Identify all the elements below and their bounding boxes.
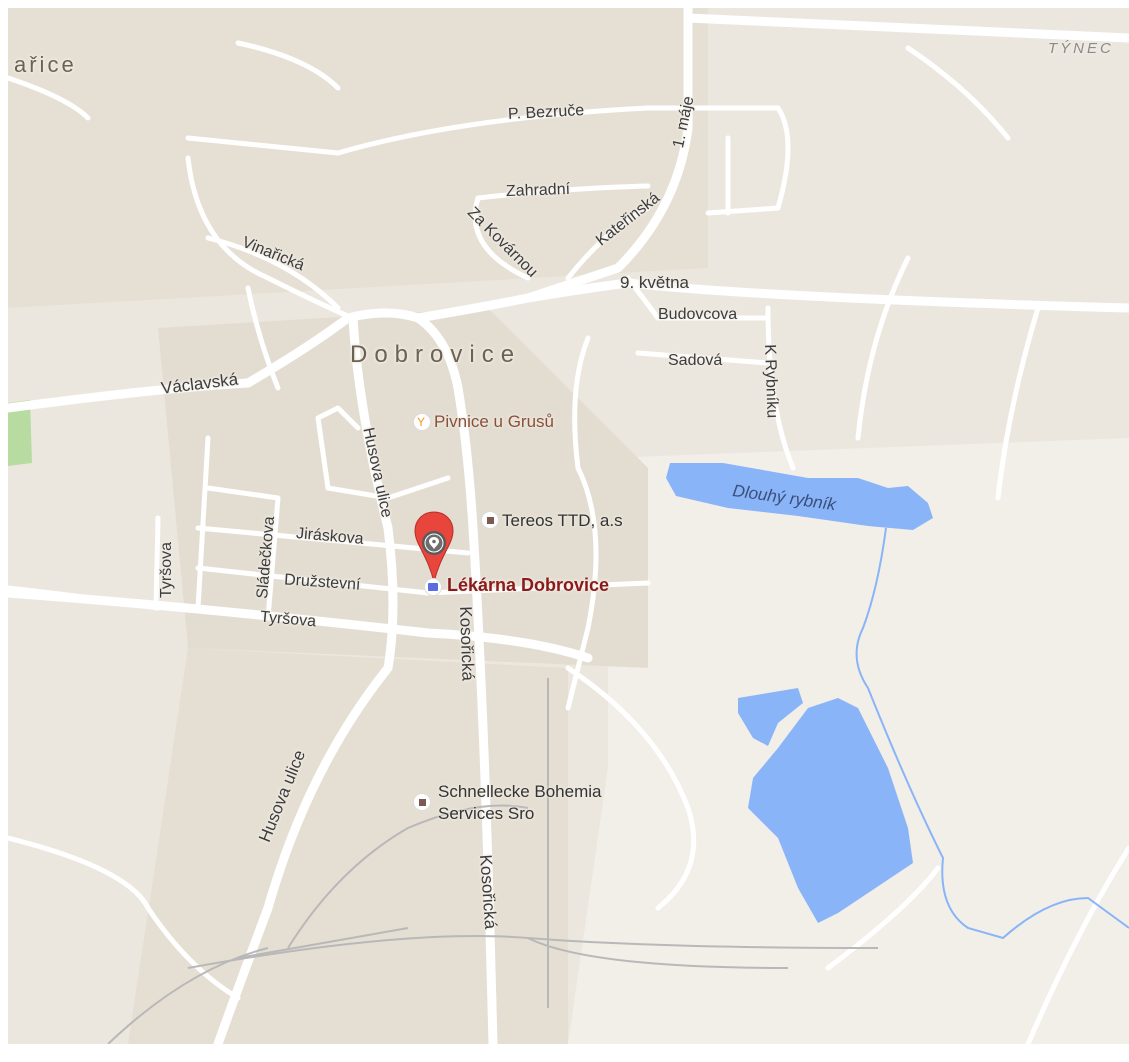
poi-schnellecke[interactable]: Schnellecke Bohemia Services Sro: [438, 781, 601, 825]
town-label-dobrovice: Dobrovice: [350, 341, 522, 368]
large-pond: [748, 698, 913, 923]
dlouhy-rybnik-pond: [666, 463, 933, 530]
town-label-edge: ařice: [14, 52, 77, 77]
street-label-9-kvetna: 9. května: [620, 273, 689, 292]
poi-schnellecke-line1: Schnellecke Bohemia: [438, 782, 602, 801]
pharmacy-icon[interactable]: [425, 579, 441, 595]
poi-schnellecke-line2: Services Sro: [438, 804, 535, 823]
street-label-budovcova: Budovcova: [658, 306, 738, 323]
map-view[interactable]: ařice Dobrovice TÝNEC P. Bezruče 1. máje…: [8, 8, 1129, 1044]
street-label-kosoricka-north: Kosořická: [456, 605, 478, 682]
poi-lekarna-dobrovice[interactable]: Lékárna Dobrovice: [447, 575, 610, 595]
map-pin-icon[interactable]: [413, 510, 455, 588]
bar-icon[interactable]: Y: [414, 414, 430, 430]
poi-pivnice-u-grusu[interactable]: Pivnice u Grusů: [434, 412, 554, 431]
business-icon[interactable]: [414, 794, 430, 810]
town-label-tynec: TÝNEC: [1048, 40, 1114, 57]
poi-tereos-ttd[interactable]: Tereos TTD, a.s: [502, 511, 623, 530]
street-label-zahradni: Zahradní: [505, 180, 571, 201]
street-label-kosoricka-south: Kosořická: [476, 853, 501, 930]
map-base-layer: [8, 8, 1129, 1044]
street-label-tyrsova-vertical: Tyršova: [158, 541, 175, 598]
street-label-k-rybniku: K Rybníku: [761, 344, 781, 419]
business-icon[interactable]: [482, 512, 498, 528]
street-label-sadova: Sadová: [668, 352, 723, 369]
stream: [855, 527, 1129, 940]
park-area: [8, 400, 32, 466]
small-pond: [738, 688, 803, 746]
